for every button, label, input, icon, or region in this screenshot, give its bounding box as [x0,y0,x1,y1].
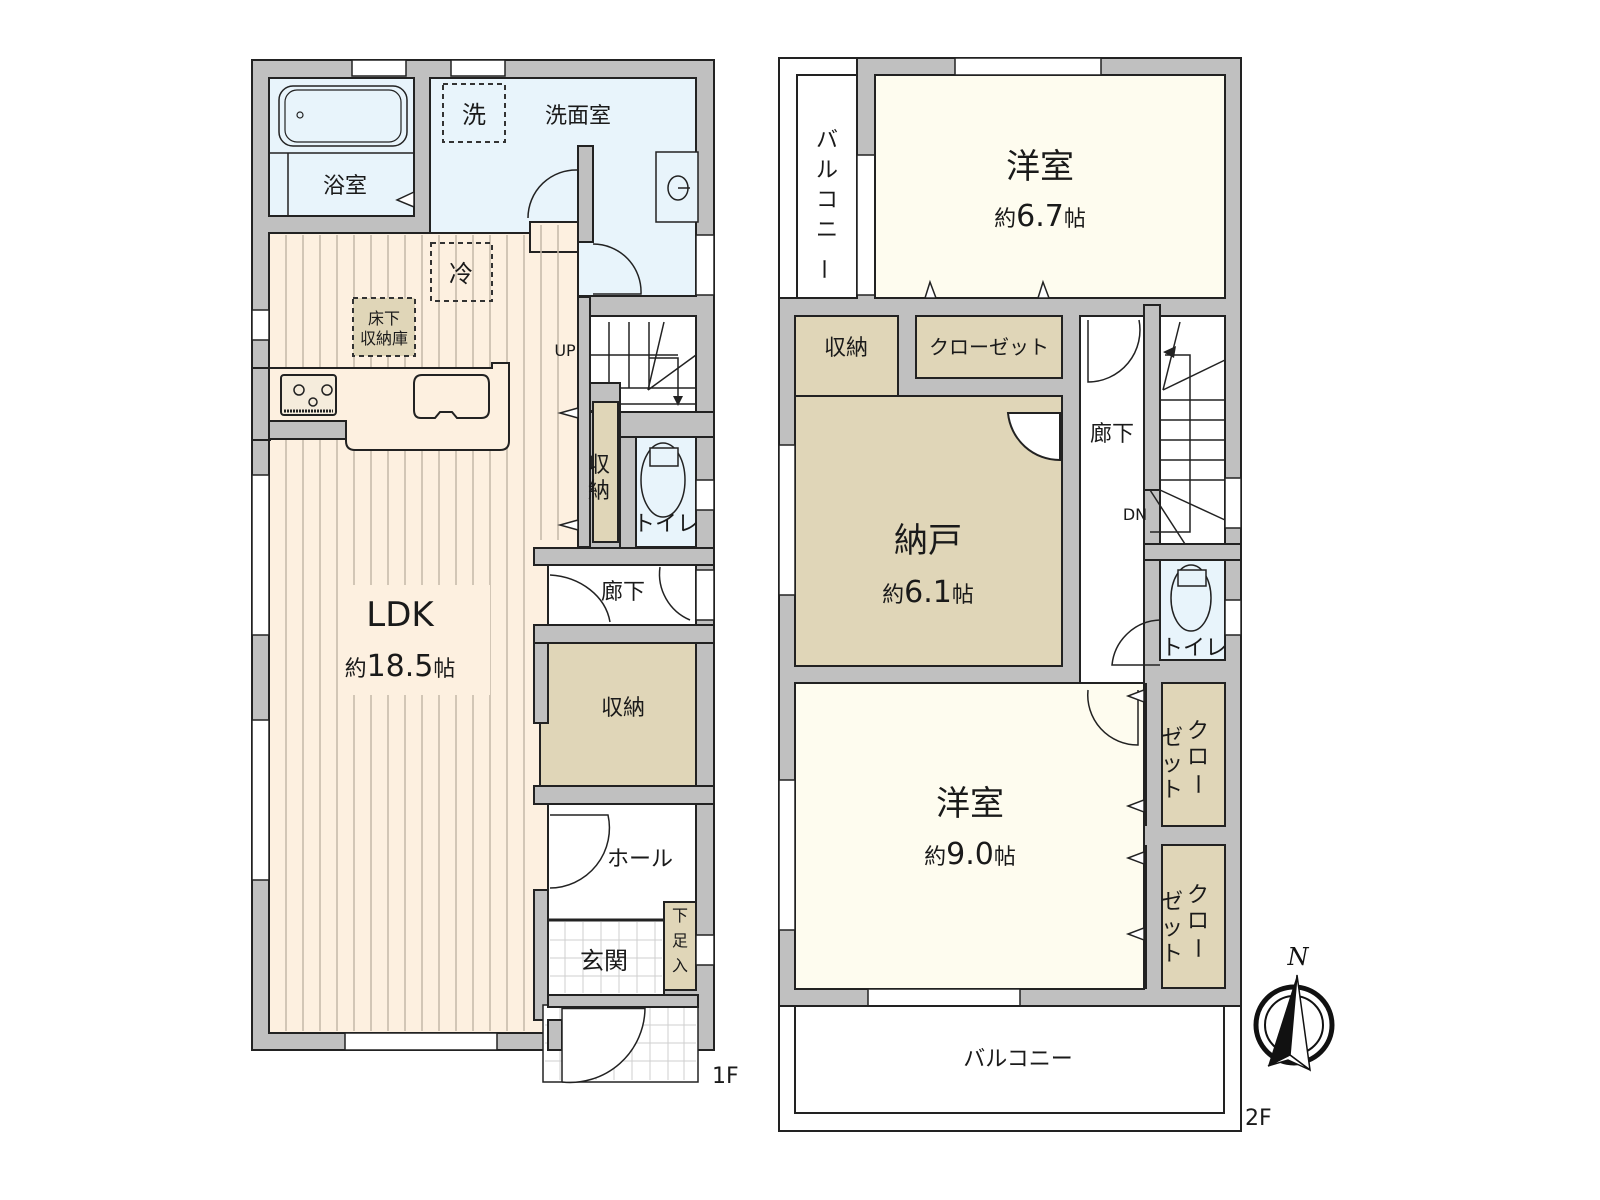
room-corridor-1f [547,564,697,626]
door-marker-icon [395,190,415,209]
closet-a-char: ッ [1161,752,1183,777]
north-arrow-icon: N [1253,943,1335,1072]
door-swing [658,566,691,621]
room-closet-2f [915,315,1063,379]
entrance-door [561,1007,646,1084]
storage-small-label-1: 収 [588,453,610,478]
room-western-1 [874,74,1226,299]
underfloor-storage-label-1: 床下 [368,309,400,328]
labels-2f: バ ル コ ニ ー 洋室 約6.7帖 収納 クローゼット 廊下 DN 納戸 約6… [810,128,1272,1131]
room-nando [794,395,1063,667]
balcony-large [794,1005,1225,1114]
shoe-storage-label-2: 足 [672,931,688,950]
labels-1f: 浴室 洗 洗面室 冷 床下 収納庫 UP LDK 約18.5帖 収 納 トイレ … [323,101,739,1089]
closet-a-char: ロ [1187,745,1209,770]
underfloor-storage [352,297,416,357]
hall-label: ホール [607,847,673,872]
entrance-tiles [550,922,662,993]
door-swing [1111,619,1161,666]
storage-large-label: 収納 [601,696,645,721]
room-hall [547,803,697,921]
floor-2f [778,57,1242,1132]
room-storage-large [539,642,697,787]
room-closet-a [1161,682,1226,827]
closet-b-char: ッ [1161,916,1183,941]
closet-b-char: ゼ [1161,890,1183,915]
corridor-1f-label: 廊下 [601,580,645,605]
shoe-storage-label-1: 下 [672,906,688,925]
door-swing [592,243,642,295]
door-swing [1087,689,1139,746]
closet-2f-label: クローゼット [929,335,1049,359]
door-swing [527,169,579,219]
stairs-down-label: DN [1123,505,1147,524]
western-room-2-area: 約9.0帖 [924,837,1016,872]
western-room-2-label: 洋室 [936,784,1004,824]
bath-label: 浴室 [323,174,367,199]
storage-small-label-2: 納 [588,479,610,504]
closet-b-char: ロ [1187,909,1209,934]
door-swing [549,814,611,889]
western-room-1-area: 約6.7帖 [994,199,1086,234]
closet-a-char: ー [1184,773,1209,795]
stair-arrow-icon [1163,346,1176,358]
balcony-small-char-2: ル [816,158,838,183]
door-swing [549,574,611,623]
closet-a-char: ゼ [1161,726,1183,751]
closet-a-char: ク [1187,719,1209,744]
washroom-label: 洗面室 [545,104,611,129]
closet-b-char: ク [1187,883,1209,908]
door-swing [1006,412,1061,462]
fridge-space [430,242,493,302]
washer-label: 洗 [462,101,486,129]
stove-icon [280,374,337,416]
stairs-up-label: UP [554,341,576,360]
balcony-small-char-5: ー [810,258,835,280]
corridor-2f-label: 廊下 [1090,422,1134,447]
floor-2f-label: 2F [1245,1106,1272,1131]
ldk-label: LDK [366,595,435,635]
closet-b-char: ト [1161,942,1183,967]
toilet-1f-label: トイレ [633,512,699,537]
sink-icon [413,374,490,419]
washbasin-icon [655,151,699,223]
shoe-storage-label-3: 入 [672,956,688,975]
bathtub-icon [278,85,408,147]
room-western-2 [794,682,1145,990]
floor-1f-label: 1F [712,1064,739,1089]
entrance-label: 玄関 [580,947,628,975]
storage-2f-label: 収納 [824,336,868,361]
western-room-1-label: 洋室 [1006,147,1074,187]
compass-n-label: N [1287,943,1310,971]
washer-space [442,83,506,143]
balcony-small-char-3: コ [816,188,838,213]
fridge-label: 冷 [449,260,473,288]
door-swing [1087,319,1141,383]
toilet-2f-label: トイレ [1161,636,1227,661]
balcony-small-char-4: ニ [816,218,838,243]
balcony-large-label: バルコニー [963,1047,1073,1072]
closet-a-char: ト [1161,778,1183,803]
floor-1f [251,59,715,1084]
underfloor-storage-label-2: 収納庫 [360,329,408,348]
balcony-small-char-1: バ [816,128,838,153]
nando-label: 納戸 [894,521,962,561]
room-storage-small [592,401,619,543]
closet-b-char: ー [1184,937,1209,959]
nando-area: 約6.1帖 [882,575,974,610]
stair-arrow-icon [673,396,683,406]
room-closet-b [1161,844,1226,989]
ldk-area: 約18.5帖 [345,649,456,684]
